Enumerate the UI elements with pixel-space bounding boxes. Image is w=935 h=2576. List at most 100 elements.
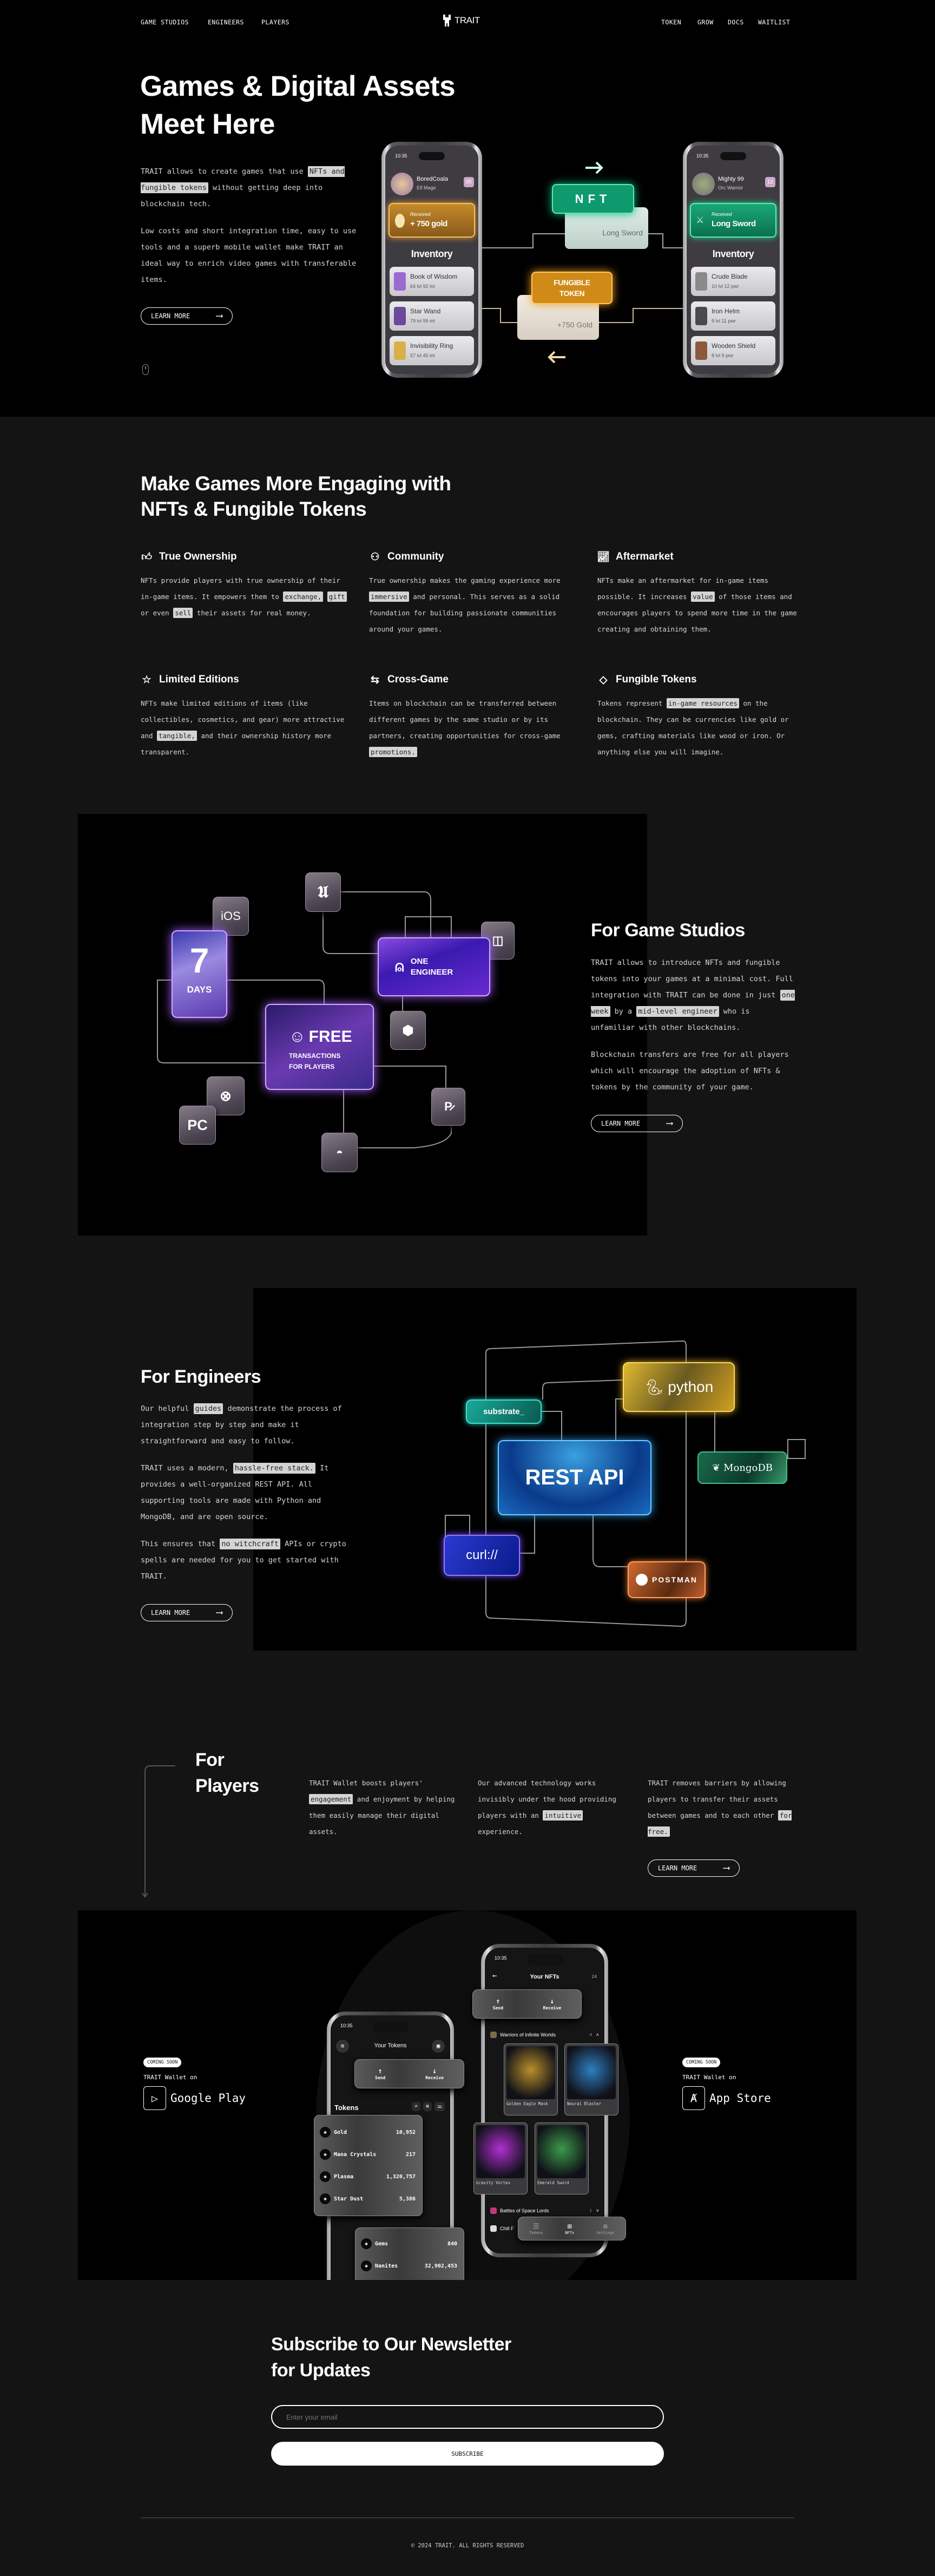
nav-waitlist[interactable]: WAITLIST bbox=[758, 18, 791, 26]
receive-button[interactable]: ↓Receive bbox=[543, 1997, 562, 2010]
player-class: Elf Mage bbox=[417, 185, 436, 190]
nav-engineers[interactable]: ENGINEERS bbox=[208, 18, 244, 26]
engineers-connector-lines bbox=[445, 1340, 806, 1627]
token-icon: ◈ bbox=[320, 2127, 331, 2138]
nft-card[interactable]: Emerald Sword bbox=[535, 2122, 589, 2194]
nft-badge: NFT bbox=[552, 184, 634, 214]
unreal-engine-icon: 𝖀 bbox=[305, 872, 341, 912]
screen-title: Your Tokens bbox=[374, 2042, 407, 2049]
filter-icon[interactable]: ≡ bbox=[423, 2102, 432, 2111]
nav-docs[interactable]: DOCS bbox=[728, 18, 744, 26]
token-name: Gold bbox=[334, 2129, 347, 2135]
collection-row[interactable]: Chill F bbox=[490, 2225, 514, 2232]
text-segment: TRAIT removes barriers by allowing playe… bbox=[648, 1779, 786, 1819]
players-learn-more-button[interactable]: LEARN MORE⟶ bbox=[648, 1859, 740, 1877]
feature-heading: ⚇Community bbox=[369, 551, 580, 563]
tab-nfts[interactable]: ⊞NFTs bbox=[565, 2222, 575, 2235]
features-title-line: NFTs & Fungible Tokens bbox=[141, 498, 367, 520]
google-play-icon: ▷ bbox=[143, 2086, 166, 2110]
studios-learn-more-button[interactable]: LEARN MORE⟶ bbox=[591, 1115, 683, 1132]
highlighted-text: value bbox=[691, 592, 715, 602]
dynamic-island bbox=[526, 1954, 563, 1965]
token-icon: ◈ bbox=[320, 2171, 331, 2182]
nav-token[interactable]: TOKEN bbox=[661, 18, 682, 26]
chart-line-icon: 📈︎ bbox=[596, 551, 610, 563]
tab-tokens[interactable]: ☰Tokens bbox=[529, 2222, 543, 2235]
feature-title: Community bbox=[387, 551, 444, 562]
google-play-button[interactable]: ▷Google Play bbox=[143, 2086, 246, 2110]
days-number: 7 bbox=[189, 941, 209, 980]
send-button[interactable]: ↑Send bbox=[492, 1997, 504, 2010]
wallet-icon[interactable]: ▣ bbox=[432, 2040, 445, 2053]
days-label: DAYS bbox=[187, 984, 212, 995]
logo[interactable]: TRAIT bbox=[443, 15, 480, 27]
trait-logo-icon bbox=[443, 15, 451, 27]
nft-card[interactable]: Neural Blaster bbox=[564, 2043, 618, 2115]
player-name: BoredCoala bbox=[417, 176, 449, 182]
python-node: 🐍︎python bbox=[623, 1362, 735, 1412]
fungible-token-badge: FUNGIBLE TOKEN bbox=[531, 272, 613, 304]
text-segment: who is unfamiliar with other blockchains… bbox=[591, 1007, 750, 1032]
studios-description: TRAIT allows to introduce NFTs and fungi… bbox=[591, 955, 796, 1095]
nav-grow[interactable]: GROW bbox=[697, 18, 714, 26]
nav-game-studios[interactable]: GAME STUDIOS bbox=[141, 18, 189, 26]
receive-button[interactable]: ↓Receive bbox=[425, 2067, 444, 2080]
arrow-right-icon: ⟶ bbox=[216, 310, 222, 321]
studios-paragraph: Blockchain transfers are free for all pl… bbox=[591, 1047, 796, 1095]
token-amount: 217 bbox=[405, 2151, 416, 2158]
arrow-right-icon bbox=[585, 161, 603, 174]
connector-line bbox=[482, 233, 565, 248]
text-segment: and enjoyment by helping them easily man… bbox=[309, 1795, 455, 1836]
back-arrow-icon[interactable]: ← bbox=[492, 1972, 497, 1980]
text-segment: NFTs provide players with true ownership… bbox=[141, 576, 340, 601]
connector-line bbox=[542, 1411, 562, 1440]
token-name: Star Dust bbox=[334, 2196, 364, 2202]
text-segment: This ensures that bbox=[141, 1540, 220, 1548]
text-segment: TRAIT Wallet boosts players' bbox=[309, 1779, 423, 1787]
chevron-up-icon: ˄ bbox=[596, 2032, 599, 2038]
button-label: LEARN MORE bbox=[658, 1864, 697, 1872]
settings-sliders-icon[interactable]: ⚌ bbox=[434, 2102, 445, 2111]
received-label: Received bbox=[410, 212, 431, 217]
subscribe-button[interactable]: SUBSCRIBE bbox=[271, 2442, 664, 2466]
engineers-paragraph: TRAIT uses a modern, hassle-free stack. … bbox=[141, 1460, 349, 1525]
hero-connector-lines bbox=[482, 161, 683, 364]
postman-node: POSTMAN bbox=[628, 1561, 706, 1598]
tab-settings[interactable]: ⚙Settings bbox=[596, 2222, 615, 2235]
feature-body: NFTs make limited editions of items (lik… bbox=[141, 695, 352, 760]
coming-soon-badge: COMING SOON bbox=[143, 2058, 182, 2067]
logo-text: TRAIT bbox=[455, 15, 480, 25]
highlighted-text: engagement bbox=[309, 1794, 353, 1804]
players-arrow-line bbox=[142, 1765, 175, 1898]
highlighted-text: hassle-free stack. bbox=[233, 1463, 315, 1474]
nav-players[interactable]: PLAYERS bbox=[261, 18, 289, 26]
email-input[interactable] bbox=[271, 2405, 664, 2429]
hero-learn-more-button[interactable]: LEARN MORE⟶ bbox=[141, 307, 233, 325]
search-icon[interactable]: ⌕ bbox=[411, 2102, 420, 2111]
received-card: Received + 750 gold bbox=[389, 203, 475, 238]
status-time: 10:35 bbox=[495, 1955, 507, 1961]
engineers-learn-more-button[interactable]: LEARN MORE⟶ bbox=[141, 1604, 233, 1621]
token-amount: 1,320,757 bbox=[386, 2173, 416, 2180]
send-button[interactable]: ↑Send bbox=[375, 2067, 386, 2080]
level-badge: 12 bbox=[765, 177, 775, 187]
token-amount: 5,386 bbox=[399, 2196, 416, 2202]
nft-card[interactable]: Golden Eagle Mask bbox=[504, 2043, 558, 2115]
nft-card[interactable]: Gravity Vortex bbox=[473, 2122, 528, 2194]
smile-icon: ☺ bbox=[289, 1028, 306, 1046]
nft-name: Emerald Sword bbox=[537, 2180, 569, 2186]
